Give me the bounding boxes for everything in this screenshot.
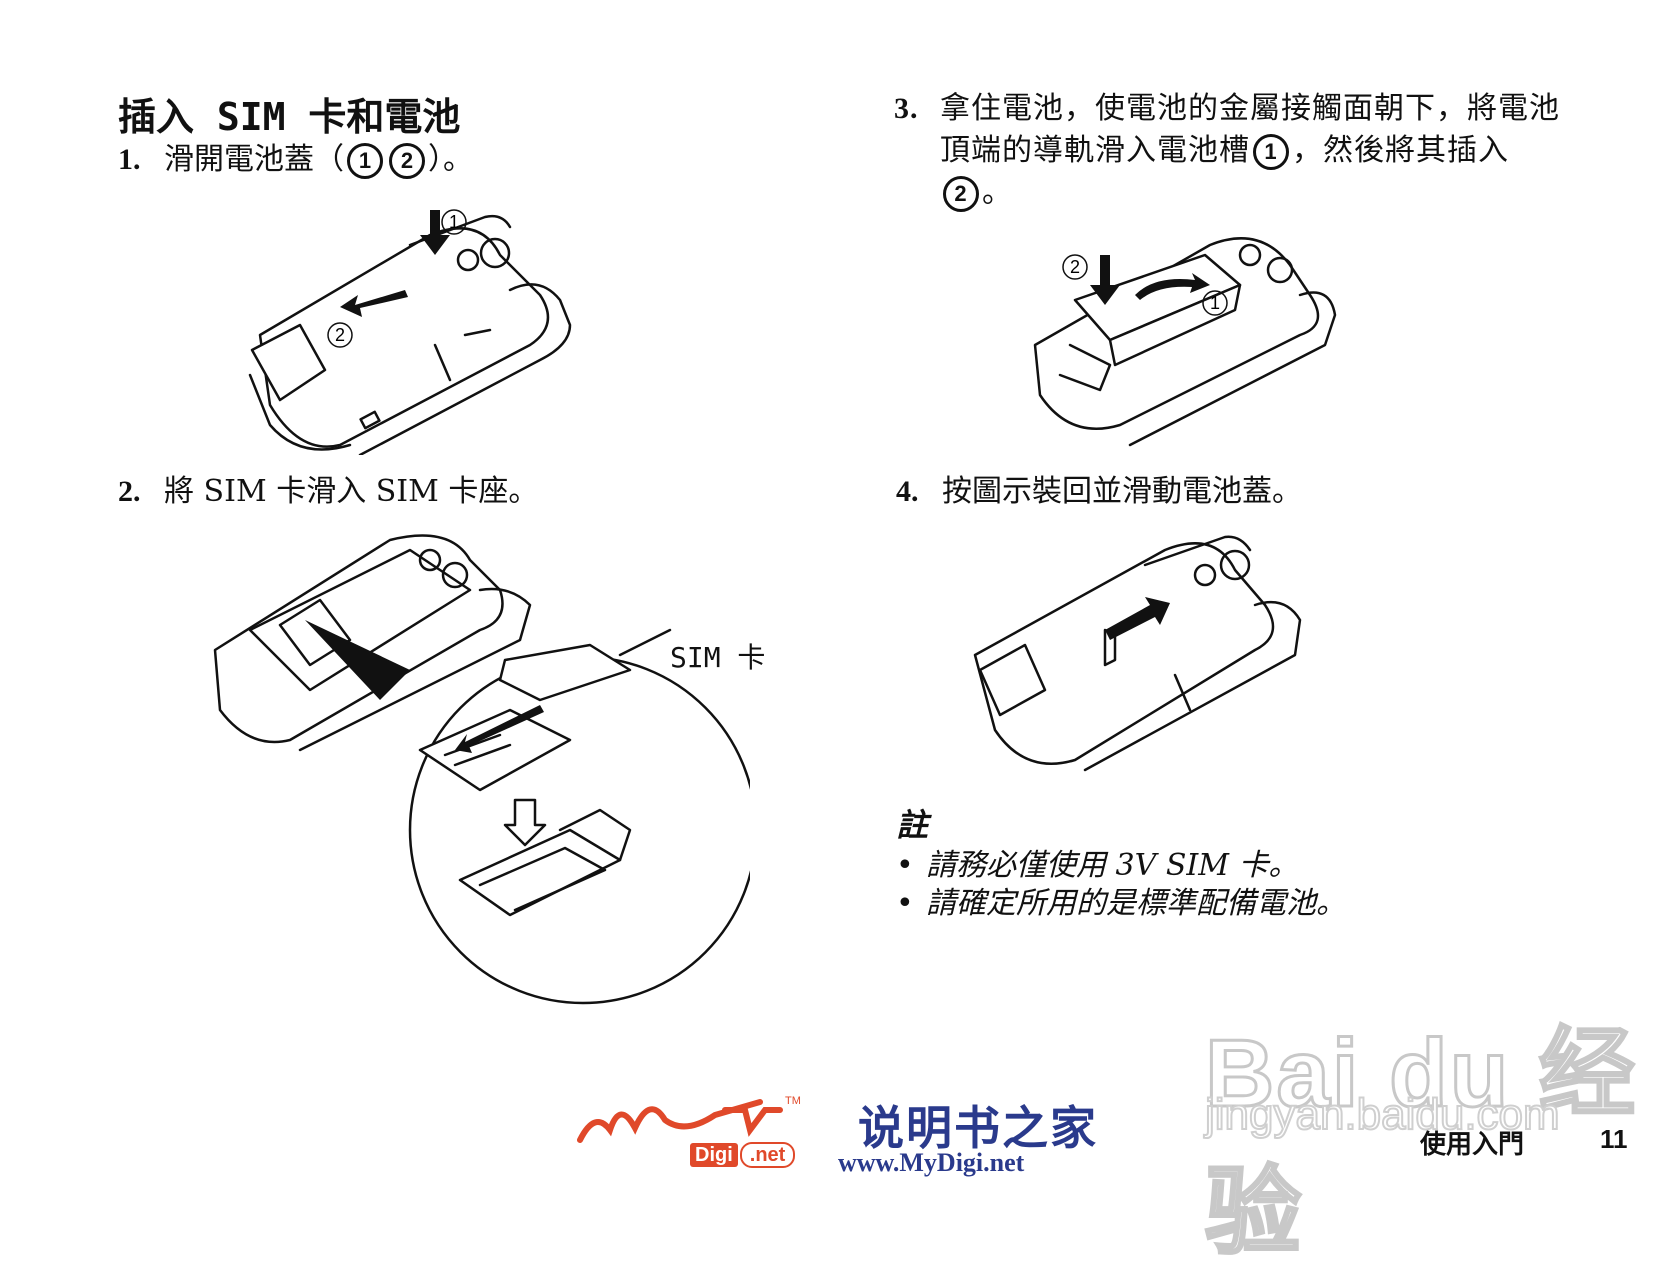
step-4-text: 按圖示裝回並滑動電池蓋。 <box>942 474 1302 509</box>
digi-net-badge: Digi.net <box>690 1142 796 1168</box>
step-3-line-2a: 頂端的導軌滑入電池槽 <box>940 133 1250 168</box>
note-item: • 請務必僅使用 3V SIM 卡。 <box>896 840 1298 884</box>
brand-url: www.MyDigi.net <box>838 1148 1025 1177</box>
step-3-line-1: 拿住電池，使電池的金屬接觸面朝下，將電池 <box>940 91 1560 126</box>
step-1-text-after: ）。 <box>428 142 473 177</box>
note-item-text: 請務必僅使用 3V SIM 卡。 <box>926 848 1299 883</box>
net-text: .net <box>739 1142 796 1168</box>
circled-number: 2 <box>389 143 425 179</box>
brand-name: 说明书之家 <box>858 1101 1098 1155</box>
step-2-text: 將 SIM 卡滑入 SIM 卡座。 <box>164 474 539 509</box>
sim-card-label: SIM 卡 <box>670 641 766 674</box>
step-3-line-3-tail: 。 <box>982 175 1013 210</box>
step-2: 2. 將 SIM 卡滑入 SIM 卡座。 <box>118 472 538 512</box>
footer-section: 使用入門 <box>1420 1129 1525 1159</box>
figure-insert-sim <box>213 534 750 1005</box>
baidu-watermark-url: jingyan.baidu.com <box>1204 1089 1561 1140</box>
circled-number: 1 <box>1253 134 1289 170</box>
trademark: TM <box>785 1095 801 1107</box>
bullet: • <box>896 886 914 921</box>
fig3-callout-1: 1 <box>1210 293 1220 313</box>
digi-text: Digi <box>690 1143 738 1167</box>
step-1-text: 滑開電池蓋（ <box>164 142 344 177</box>
fig3-callout-2: 2 <box>1070 257 1080 277</box>
step-3-number: 3. <box>894 92 919 125</box>
figure-open-battery-cover: 1 2 <box>248 209 572 455</box>
fig1-callout-1: 1 <box>449 212 459 232</box>
step-4: 4. 按圖示裝回並滑動電池蓋。 <box>896 472 1302 512</box>
mydigi-logo: TM <box>577 1095 801 1143</box>
step-3-line-3: 2。 <box>940 172 1614 214</box>
circled-number: 2 <box>943 176 979 212</box>
step-2-number: 2. <box>118 475 141 508</box>
note-item: • 請確定所用的是標準配備電池。 <box>896 878 1346 922</box>
step-4-number: 4. <box>896 475 919 508</box>
step-1-number: 1. <box>118 143 141 176</box>
note-title: 註 <box>896 806 929 844</box>
figure-replace-cover <box>973 535 1302 772</box>
step-3-line-2b: ，然後將其插入 <box>1292 133 1509 168</box>
page-number: 11 <box>1600 1124 1628 1154</box>
figure-insert-battery: 2 1 <box>1033 237 1337 447</box>
bullet: • <box>896 848 914 883</box>
fig1-callout-2: 2 <box>335 325 345 345</box>
circled-number: 1 <box>347 143 383 179</box>
note-item-text: 請確定所用的是標準配備電池。 <box>926 886 1346 921</box>
section-title: 插入 SIM 卡和電池 <box>118 95 461 139</box>
